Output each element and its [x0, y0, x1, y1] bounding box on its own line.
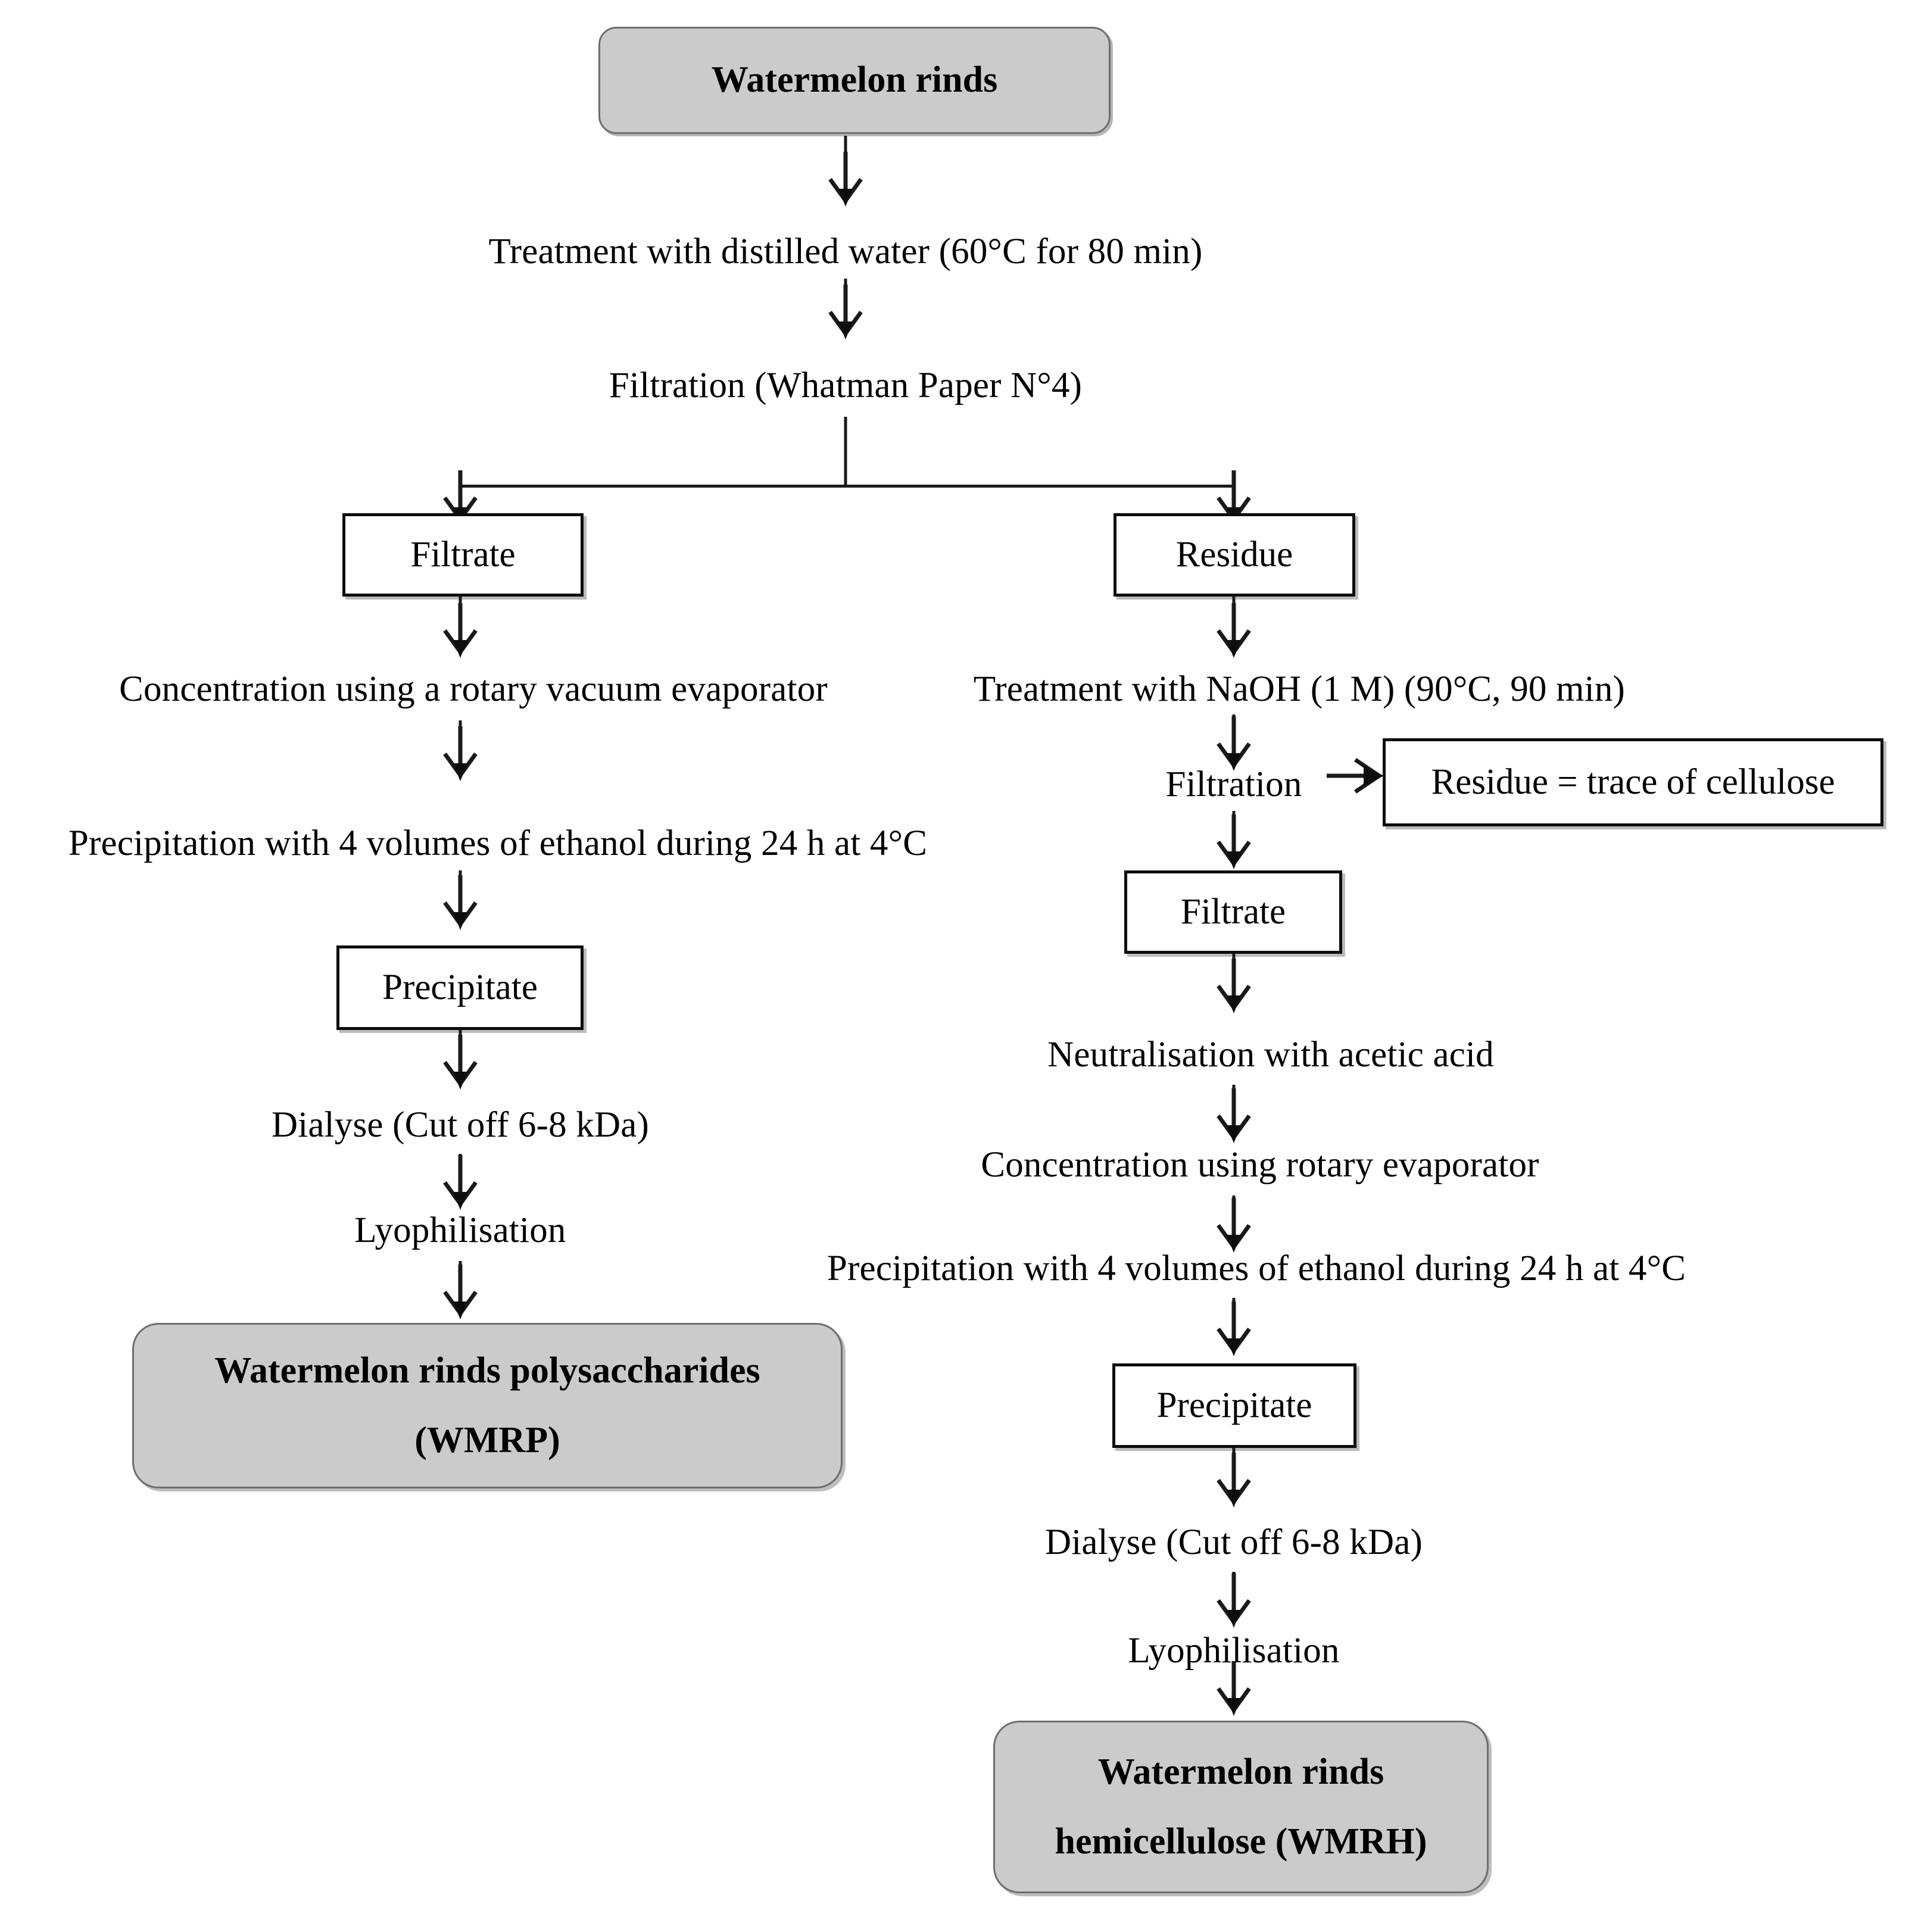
- step-treatment-distilled-water: Treatment with distilled water (60°C for…: [488, 232, 1203, 271]
- connector-filtrate-to-neutralisation: [1232, 954, 1236, 979]
- connector-dialyse-to-lyophilisation-left: [459, 1154, 462, 1173]
- step-precipitation-ethanol-left: Precipitation with 4 volumes of ethanol …: [68, 823, 928, 863]
- product-line-2: (WMRP): [414, 1420, 560, 1460]
- connector-split-stem: [844, 417, 847, 487]
- connector-filtrate-to-concentration: [459, 597, 462, 620]
- step-dialyse-left: Dialyse (Cut off 6-8 kDa): [271, 1105, 650, 1145]
- connector-lyophilisation-to-product-right: [1232, 1680, 1236, 1704]
- step-neutralisation-acetic-acid: Neutralisation with acetic acid: [1047, 1035, 1494, 1075]
- node-precipitate-left: Precipitate: [336, 945, 584, 1030]
- product-line-1: Watermelon rinds polysaccharides: [214, 1350, 760, 1391]
- node-watermelon-rinds: Watermelon rinds: [598, 27, 1111, 134]
- node-label: Residue = trace of cellulose: [1431, 761, 1835, 802]
- node-label: Precipitate: [382, 967, 538, 1007]
- connector-step1-to-step2: [844, 279, 847, 300]
- node-filtrate-right: Filtrate: [1124, 870, 1342, 954]
- step-lyophilisation-right: Lyophilisation: [1128, 1631, 1340, 1671]
- connector-residue-to-naoh: [1232, 597, 1236, 620]
- connector-split-bar: [459, 485, 1235, 488]
- node-label: Filtrate: [410, 534, 516, 575]
- step-filtration-whatman: Filtration (Whatman Paper N°4): [609, 366, 1083, 405]
- connector-filtration-to-filtrate: [1232, 811, 1236, 836]
- step-concentration-rotary-vacuum: Concentration using a rotary vacuum evap…: [119, 669, 828, 709]
- step-treatment-naoh: Treatment with NaOH (1 M) (90°C, 90 min): [973, 669, 1626, 709]
- connector-precipitation-to-precipitate-right: [1232, 1298, 1236, 1321]
- connector-naoh-to-filtration: [1232, 714, 1236, 732]
- step-filtration-right: Filtration: [1165, 764, 1302, 804]
- node-label: Residue: [1175, 534, 1293, 575]
- connector-start-to-step1: [844, 136, 847, 161]
- connector-neutralisation-to-concentration: [1232, 1085, 1236, 1107]
- node-precipitate-right: Precipitate: [1112, 1363, 1356, 1448]
- connector-concentration-to-precipitation-right: [1232, 1196, 1236, 1218]
- node-label: Precipitate: [1156, 1385, 1312, 1425]
- node-label: Watermelon rinds: [711, 60, 998, 101]
- node-label: Filtrate: [1180, 891, 1286, 932]
- connector-precipitation-to-precipitate: [459, 870, 462, 892]
- connector-precipitate-to-dialyse-right: [1232, 1448, 1236, 1471]
- step-dialyse-right: Dialyse (Cut off 6-8 kDa): [1044, 1522, 1423, 1562]
- product-line-1: Watermelon rinds: [1097, 1751, 1384, 1792]
- connector-split-left-drop: [459, 485, 462, 508]
- step-concentration-rotary-right: Concentration using rotary evaporator: [981, 1145, 1539, 1185]
- product-line-2: hemicellulose (WMRH): [1055, 1821, 1427, 1862]
- node-filtrate-left: Filtrate: [342, 513, 584, 597]
- step-lyophilisation-left: Lyophilisation: [354, 1210, 566, 1250]
- arrow-right-icon: [1327, 757, 1384, 794]
- connector-dialyse-to-lyophilisation-right: [1232, 1572, 1236, 1591]
- step-precipitation-ethanol-right: Precipitation with 4 volumes of ethanol …: [826, 1249, 1686, 1288]
- connector-concentration-to-precipitation: [459, 720, 462, 743]
- node-residue-right: Residue: [1114, 513, 1355, 597]
- node-product-wmrh: Watermelon rinds hemicellulose (WMRH): [993, 1721, 1489, 1893]
- node-residue-trace-cellulose: Residue = trace of cellulose: [1383, 738, 1883, 826]
- connector-split-right-drop: [1232, 485, 1236, 508]
- connector-precipitate-to-dialyse: [459, 1030, 462, 1054]
- node-product-wmrp: Watermelon rinds polysaccharides (WMRP): [132, 1323, 843, 1488]
- connector-lyophilisation-to-product-left: [459, 1261, 462, 1285]
